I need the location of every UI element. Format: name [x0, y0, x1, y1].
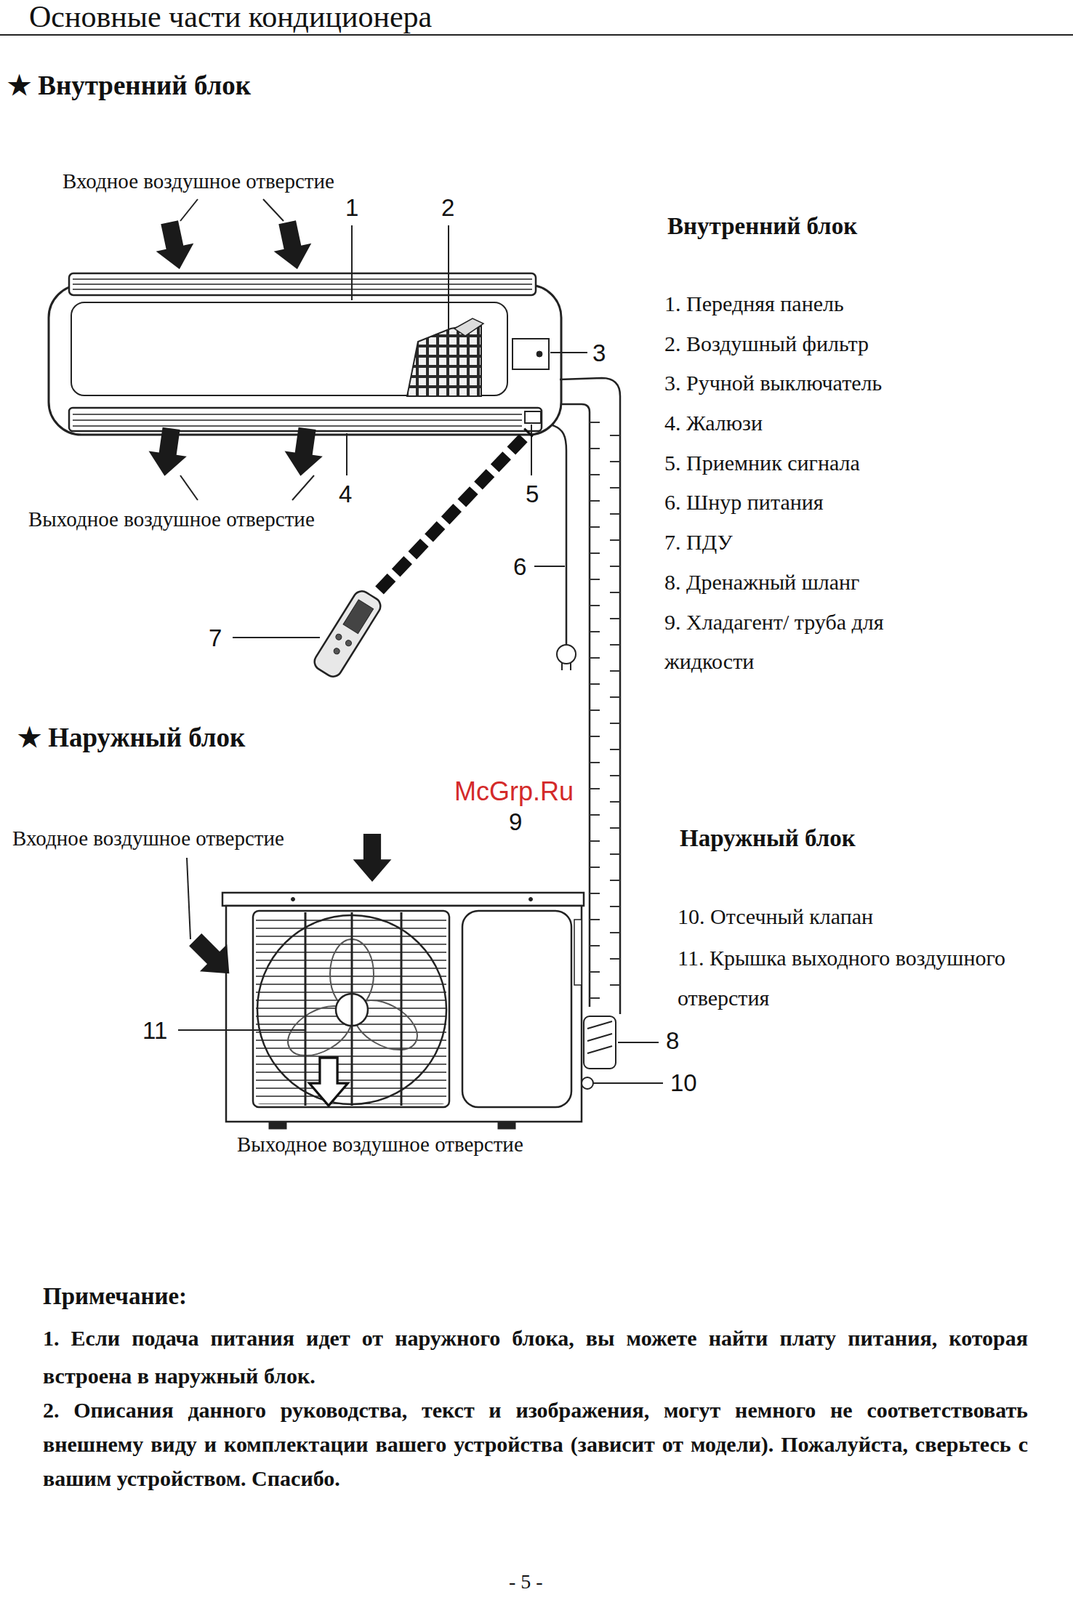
page-title: Основные части кондиционера: [29, 0, 432, 34]
airflow-label: Выходное воздушное отверстие: [236, 1132, 524, 1157]
page-number: - 5 -: [508, 1570, 544, 1594]
part-item: 7. ПДУ: [664, 522, 733, 562]
callout-number: 4: [338, 480, 352, 509]
airflow-label: Выходное воздушное отверстие: [28, 507, 315, 532]
title-rule: [0, 34, 1073, 36]
airflow-label: Входное воздушное отверстие: [62, 169, 335, 194]
note-text: 2. Описания данного руководства, текст и…: [42, 1392, 1028, 1496]
ir-beam: [379, 431, 530, 591]
callout-number: 3: [592, 339, 606, 368]
list-heading: Внутренний блок: [667, 213, 858, 241]
callout-number: 11: [142, 1017, 168, 1045]
part-item: 6. Шнур питания: [664, 482, 824, 522]
part-item: 1. Передняя панель: [664, 284, 845, 324]
callout-number: 2: [441, 194, 455, 222]
part-item: 2. Воздушный фильтр: [664, 324, 869, 364]
airflow-label: Входное воздушное отверстие: [12, 826, 285, 851]
callout-number: 8: [665, 1027, 679, 1055]
part-item: 4. Жалюзи: [664, 403, 763, 443]
callout-number: 7: [208, 624, 222, 653]
callout-number: 6: [513, 553, 527, 581]
part-item: 9. Хладагент/ труба для жидкости: [664, 602, 941, 682]
callout-number: 5: [525, 480, 539, 509]
section-heading: ★ Наружный блок: [17, 722, 245, 754]
indoor-unit: [48, 273, 562, 435]
callout-number: 1: [345, 194, 359, 222]
remote-control: [311, 588, 384, 680]
note-heading: Примечание:: [42, 1283, 187, 1311]
part-item: 8. Дренажный шланг: [664, 562, 860, 602]
leader-lines: [180, 199, 588, 638]
leader-lines: [178, 857, 663, 1084]
note-text: 1. Если подача питания идет от наружного…: [42, 1319, 1028, 1396]
outdoor-unit: [222, 892, 616, 1129]
airflow-arrows: [181, 833, 392, 1106]
power-cord: [552, 425, 576, 671]
part-item: 5. Приемник сигнала: [664, 443, 860, 483]
callout-number: 10: [670, 1069, 698, 1097]
section-heading: ★ Внутренний блок: [7, 70, 251, 102]
airflow-arrows: [145, 218, 326, 479]
watermark: McGrp.Ru: [454, 776, 574, 807]
list-heading: Наружный блок: [679, 825, 856, 853]
part-item: 10. Отсечный клапан: [677, 897, 874, 937]
part-item: 11. Крышка выходного воздушного отверсти…: [677, 937, 1063, 1018]
part-item: 3. Ручной выключатель: [664, 363, 882, 403]
callout-number: 9: [508, 808, 522, 837]
